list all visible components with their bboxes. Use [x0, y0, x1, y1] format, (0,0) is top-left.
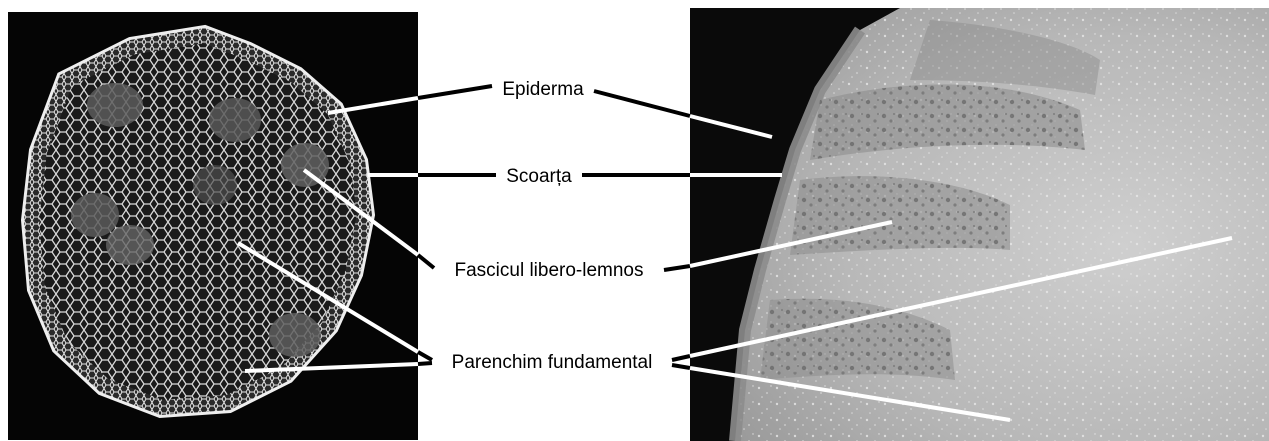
label-epiderma: Epiderma	[502, 79, 584, 100]
leader-fascicul-left-black	[418, 255, 434, 268]
leader-parenchim-right-lower-black	[672, 365, 690, 368]
vascular-bundle	[281, 143, 329, 187]
leader-epiderma-left-black	[418, 86, 492, 98]
left-micrograph	[8, 12, 418, 440]
vascular-bundle	[269, 313, 321, 357]
leader-parenchim-left-upper-black	[418, 352, 432, 360]
labels: Epiderma Scoarța Fascicul libero-lemnos …	[452, 79, 653, 373]
vascular-bundle	[193, 165, 237, 205]
label-fascicul: Fascicul libero-lemnos	[454, 260, 643, 281]
vascular-bundle	[87, 83, 143, 127]
vascular-bundle	[71, 193, 119, 237]
vascular-bundle	[106, 225, 154, 265]
label-parenchim: Parenchim fundamental	[452, 352, 653, 373]
label-scoarta: Scoarța	[506, 166, 572, 187]
leader-fascicul-right-black	[664, 266, 690, 270]
vascular-bundle	[209, 98, 261, 142]
right-micrograph	[690, 8, 1269, 441]
leader-epiderma-right-black	[594, 91, 690, 116]
leader-parenchim-right-upper-black	[672, 356, 690, 360]
leader-parenchim-left-lower-black	[418, 363, 432, 364]
